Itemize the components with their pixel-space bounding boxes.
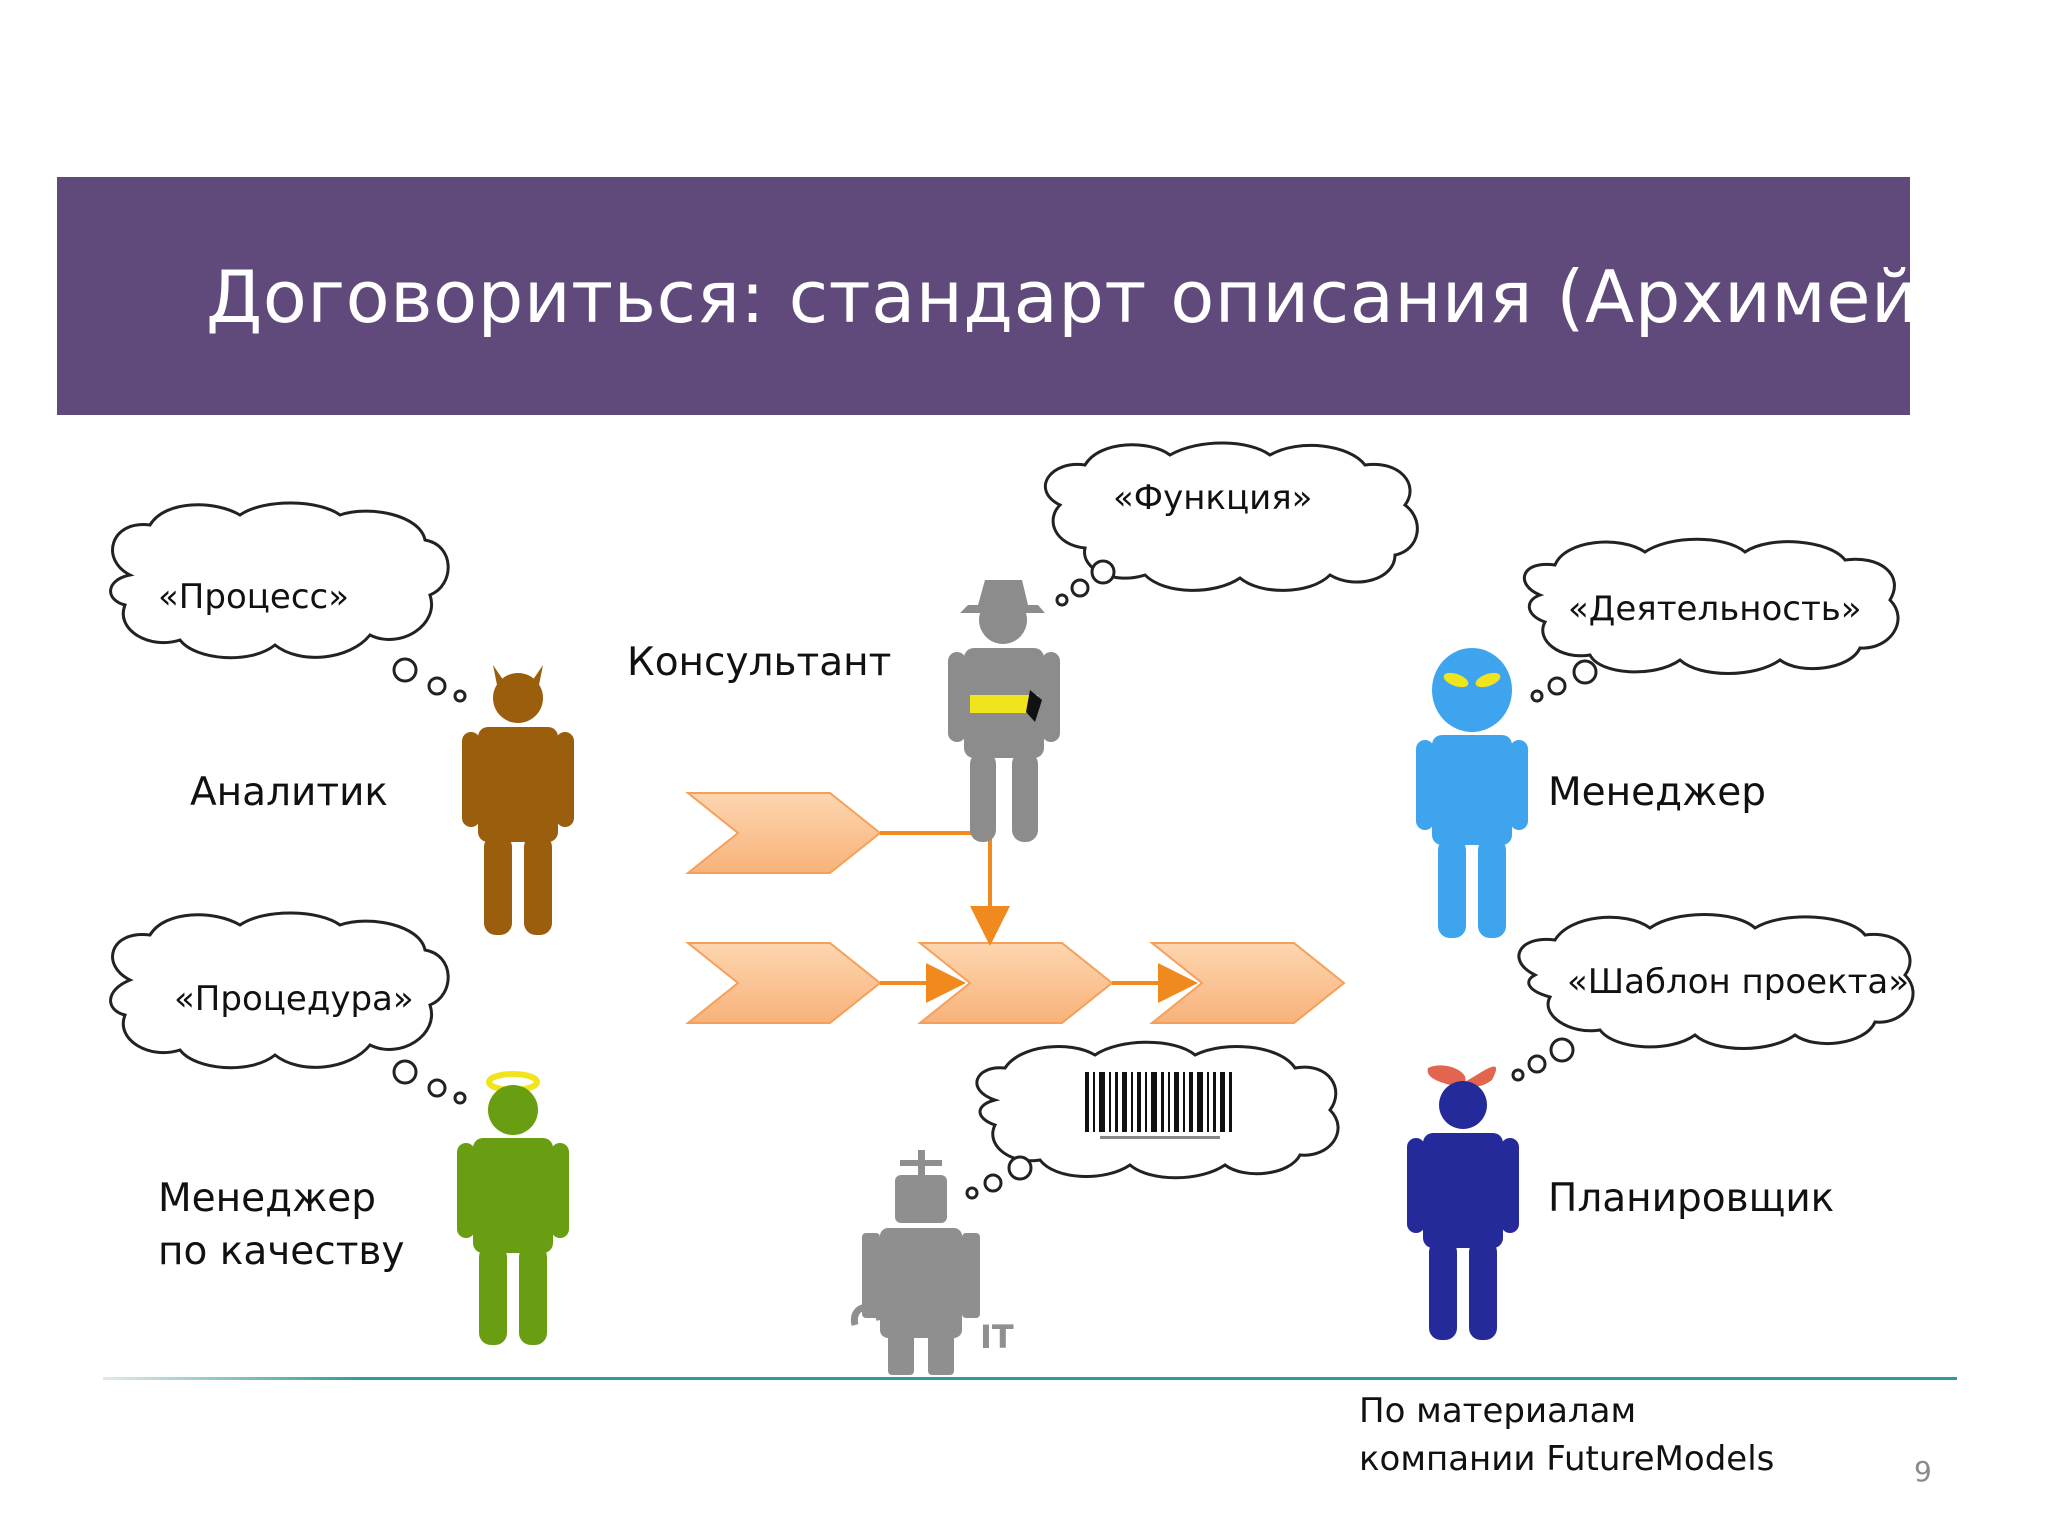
consultant-figure xyxy=(948,580,1060,842)
manager-label: Менеджер xyxy=(1548,770,1766,815)
process-flow xyxy=(685,792,1346,1024)
slide-title: Договориться: стандарт описания (Архимей… xyxy=(206,255,1990,339)
quality-manager-label: Менеджер по качеству xyxy=(158,1173,404,1278)
thought-process-text: «Процесс» xyxy=(158,577,350,617)
quality-manager-figure xyxy=(457,1071,569,1345)
thought-cloud-procedure xyxy=(109,911,467,1105)
thought-cloud-process xyxy=(109,501,467,703)
chevron-1 xyxy=(685,942,882,1024)
analyst-label: Аналитик xyxy=(190,770,388,815)
thought-activity-text: «Деятельность» xyxy=(1568,589,1862,629)
thought-cloud-activity xyxy=(1522,537,1900,703)
title-bar xyxy=(57,177,1910,415)
connector-down xyxy=(880,831,1010,946)
chevron-top xyxy=(685,792,882,874)
manager-figure xyxy=(1416,648,1528,938)
thought-cloud-function xyxy=(1043,441,1419,607)
quality-manager-label-line1: Менеджер xyxy=(158,1176,376,1221)
source-note-line1: По материалам xyxy=(1359,1391,1637,1431)
barcode-icon xyxy=(1085,1072,1232,1139)
quality-manager-label-line2: по качеству xyxy=(158,1228,405,1274)
thought-project-template-text: «Шаблон проекта» xyxy=(1567,962,1910,1002)
source-note: По материалам компании FutureModels xyxy=(1359,1388,1774,1483)
consultant-label: Консультант xyxy=(627,640,892,685)
thought-procedure-text: «Процедура» xyxy=(174,979,414,1019)
thought-function-text: «Функция» xyxy=(1113,478,1313,518)
planner-figure xyxy=(1407,1065,1519,1340)
it-label: IT xyxy=(980,1318,1014,1356)
thought-cloud-project-template xyxy=(1511,913,1915,1082)
page-number: 9 xyxy=(1914,1455,1932,1488)
planner-label: Планировщик xyxy=(1548,1176,1835,1221)
analyst-figure xyxy=(462,665,574,935)
chevron-3 xyxy=(1149,942,1346,1024)
footer-divider xyxy=(103,1377,1957,1380)
chevron-2 xyxy=(917,942,1114,1024)
source-note-line2: компании FutureModels xyxy=(1359,1438,1775,1479)
thought-cloud-it xyxy=(965,1040,1340,1200)
it-robot-figure xyxy=(850,1150,980,1375)
